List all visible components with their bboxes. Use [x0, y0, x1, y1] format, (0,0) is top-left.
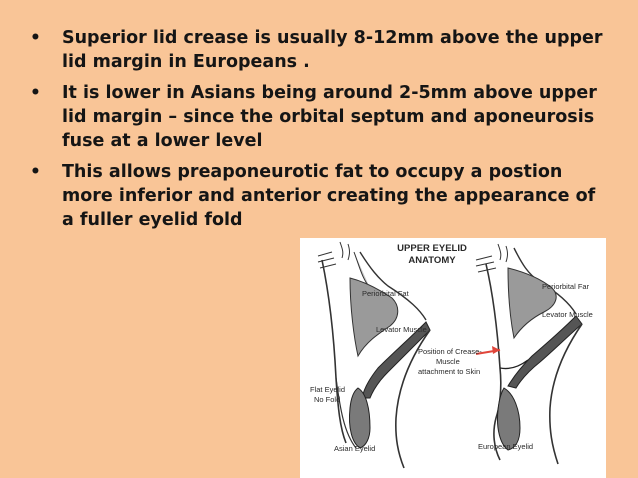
bullet-text: This allows preaponeurotic fat to occupy…: [62, 162, 596, 230]
crease-arrow: [475, 346, 501, 355]
label-levator-left: Levator Muscle: [376, 325, 427, 334]
bullet-item: • It is lower in Asians being around 2-5…: [28, 81, 608, 153]
label-crease-line2: Muscle: [436, 357, 460, 366]
bullet-item: • This allows preaponeurotic fat to occu…: [28, 160, 608, 232]
bullet-marker: •: [30, 162, 41, 182]
european-eyelid-drawing: [475, 243, 583, 465]
bullet-marker: •: [30, 83, 41, 103]
label-european-eyelid: European Eyelid: [478, 442, 533, 451]
figure-title-line2: ANATOMY: [408, 255, 456, 266]
label-periorbital-fat-left: Periorbital Fat: [362, 289, 410, 298]
bullet-item: • Superior lid crease is usually 8-12mm …: [28, 26, 608, 74]
label-crease-line3: attachment to Skin: [418, 367, 480, 376]
eyelid-anatomy-diagram: UPPER EYELID ANATOMY Periorbital Fat Per…: [310, 241, 593, 469]
figure-title-line1: UPPER EYELID: [397, 243, 467, 254]
label-flat-eyelid-line2: No Fold: [314, 395, 340, 404]
label-asian-eyelid: Asian Eyelid: [334, 444, 375, 453]
bullet-list: • Superior lid crease is usually 8-12mm …: [28, 26, 608, 239]
label-periorbital-fat-right: Periorbital Far: [542, 282, 590, 291]
asian-eyelid-drawing: [317, 241, 431, 469]
bullet-text: It is lower in Asians being around 2-5mm…: [62, 83, 597, 151]
eyelid-anatomy-figure: UPPER EYELID ANATOMY Periorbital Fat Per…: [300, 238, 606, 478]
label-crease-line1: Position of Crease-: [418, 347, 482, 356]
bullet-text: Superior lid crease is usually 8-12mm ab…: [62, 28, 603, 72]
bullet-marker: •: [30, 28, 41, 48]
label-flat-eyelid-line1: Flat Eyelid: [310, 385, 345, 394]
label-levator-right: Levator Muscle: [542, 310, 593, 319]
